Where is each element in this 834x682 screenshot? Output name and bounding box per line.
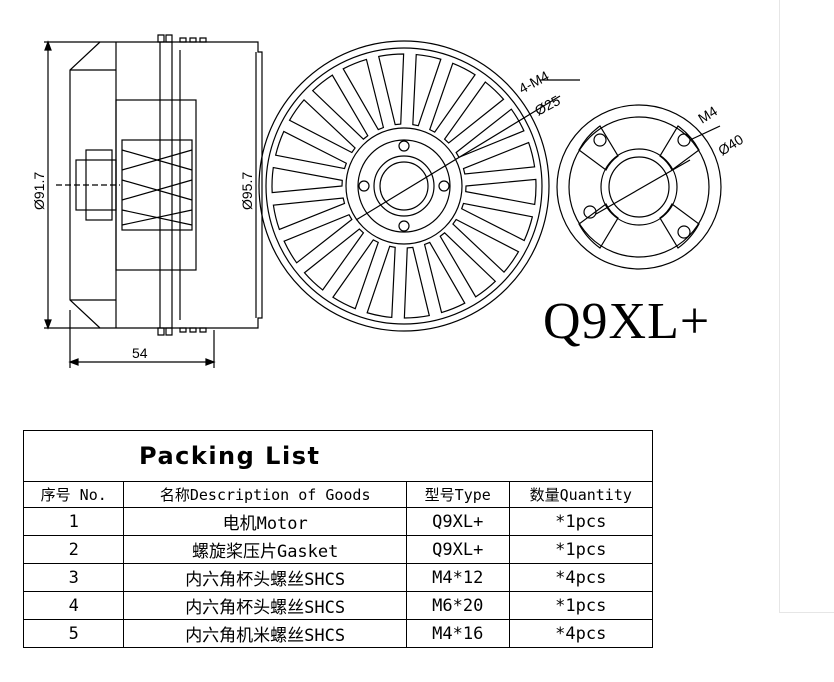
header-no: 序号 No. bbox=[22, 481, 125, 508]
wheel-spoke bbox=[283, 213, 353, 264]
dim-outer-dia: Ø91.7 bbox=[31, 172, 47, 210]
wheel-spoke bbox=[455, 108, 525, 159]
wheel-spoke bbox=[271, 166, 343, 194]
table-row: 4 内六角杯头螺丝SHCS M6*20 *1pcs bbox=[22, 591, 654, 620]
dim-holes: 4-M4 bbox=[516, 67, 552, 96]
cell-description: 电机Motor bbox=[123, 507, 407, 536]
header-quantity: 数量Quantity bbox=[508, 481, 654, 508]
cell-type: M6*20 bbox=[405, 591, 510, 620]
header-description: 名称Description of Goods bbox=[123, 481, 407, 508]
table-row: 1 电机Motor Q9XL+ *1pcs bbox=[22, 507, 654, 536]
table-row: 5 内六角机米螺丝SHCS M4*16 *4pcs bbox=[22, 619, 654, 648]
side-view bbox=[44, 34, 263, 368]
packing-list-title: Packing List bbox=[139, 442, 321, 470]
wheel-spoke bbox=[272, 197, 346, 231]
wheel-spoke bbox=[303, 228, 365, 291]
cell-no: 1 bbox=[22, 507, 125, 536]
cell-quantity: *4pcs bbox=[508, 563, 654, 592]
cell-description: 内六角杯头螺丝SHCS bbox=[123, 563, 407, 592]
wheel-spoke bbox=[412, 53, 442, 127]
wheel-spoke bbox=[403, 246, 431, 319]
technical-drawing: Ø91.7 Ø95.7 54 4-M4 Ø25 M4 Ø40 bbox=[31, 34, 746, 368]
wheel-spoke bbox=[429, 62, 476, 133]
header-type: 型号Type bbox=[405, 481, 510, 508]
cell-type: M4*16 bbox=[405, 619, 510, 648]
cell-type: M4*12 bbox=[405, 563, 510, 592]
cell-no: 3 bbox=[22, 563, 125, 592]
wheel-spoke bbox=[460, 202, 534, 242]
wheel-spoke bbox=[377, 53, 405, 126]
cell-description: 内六角机米螺丝SHCS bbox=[123, 619, 407, 648]
wheel-spoke bbox=[452, 218, 520, 274]
wheel-spoke bbox=[311, 74, 369, 140]
packing-list-table: Packing List 序号 No. 名称Description of Goo… bbox=[22, 430, 654, 648]
wheel-spoke bbox=[332, 239, 379, 310]
cell-no: 5 bbox=[22, 619, 125, 648]
model-label: Q9XL+ bbox=[543, 293, 711, 350]
wheel-spoke bbox=[443, 81, 505, 144]
table-row: 3 内六角杯头螺丝SHCS M4*12 *4pcs bbox=[22, 563, 654, 592]
side-panel bbox=[779, 0, 834, 613]
wheel-spoke bbox=[288, 98, 356, 154]
dim-mount-pcd: Ø40 bbox=[715, 131, 746, 159]
wheel-spoke bbox=[462, 141, 536, 175]
mount-view bbox=[556, 104, 722, 270]
dim-pcd: Ø25 bbox=[532, 92, 563, 119]
cell-quantity: *4pcs bbox=[508, 619, 654, 648]
wheel-spoke bbox=[366, 245, 396, 319]
cell-type: Q9XL+ bbox=[405, 507, 510, 536]
dim-length: 54 bbox=[132, 345, 148, 361]
wheel-spoke bbox=[439, 232, 497, 298]
cell-type: Q9XL+ bbox=[405, 535, 510, 564]
table-row: 2 螺旋桨压片Gasket Q9XL+ *1pcs bbox=[22, 535, 654, 564]
cell-no: 2 bbox=[22, 535, 125, 564]
cell-quantity: *1pcs bbox=[508, 591, 654, 620]
cell-quantity: *1pcs bbox=[508, 507, 654, 536]
front-view bbox=[258, 40, 580, 332]
dim-shaft-dia: Ø95.7 bbox=[239, 172, 255, 210]
wheel-spoke bbox=[342, 58, 385, 131]
wheel-spoke bbox=[274, 130, 348, 170]
wheel-spoke bbox=[423, 241, 466, 314]
cell-no: 4 bbox=[22, 591, 125, 620]
packing-list-title-cell: Packing List bbox=[23, 430, 653, 482]
cell-quantity: *1pcs bbox=[508, 535, 654, 564]
dim-mount-thread: M4 bbox=[695, 103, 720, 127]
wheel-spoke bbox=[465, 178, 537, 206]
cell-description: 螺旋桨压片Gasket bbox=[123, 535, 407, 564]
cell-description: 内六角杯头螺丝SHCS bbox=[123, 591, 407, 620]
